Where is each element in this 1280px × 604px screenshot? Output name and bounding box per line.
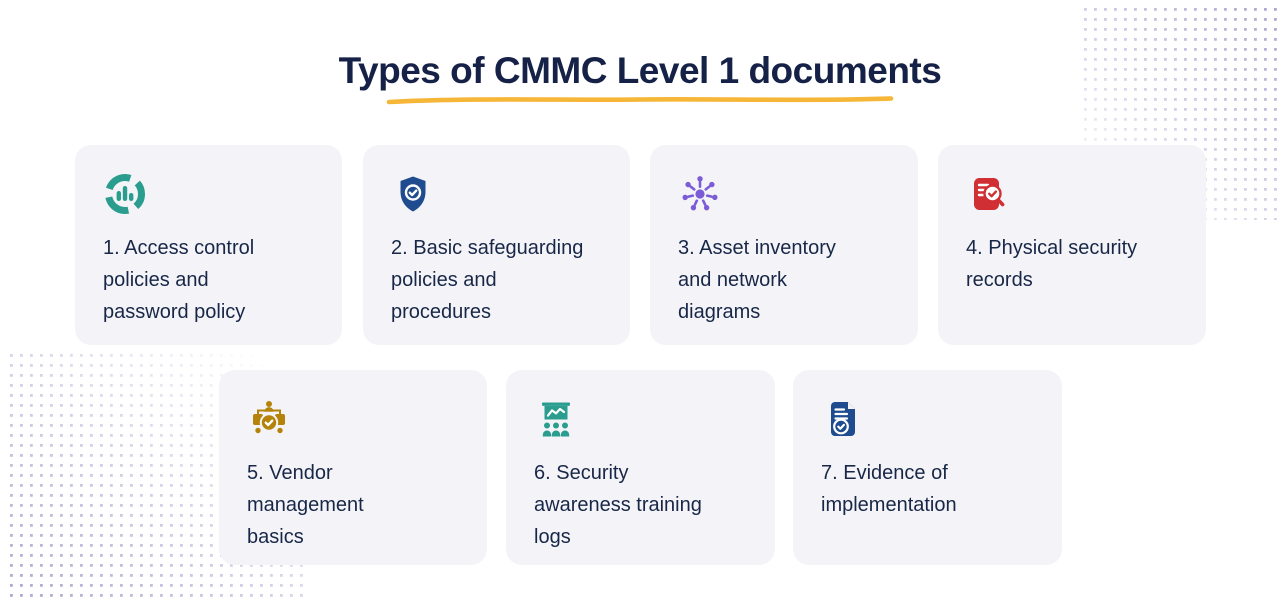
page-title: Types of CMMC Level 1 documents	[338, 50, 942, 91]
card-label: 1. Access control policies and password …	[103, 237, 255, 323]
network-hub-icon	[678, 172, 722, 216]
document-checkmark-icon	[821, 397, 865, 441]
card-evidence-implementation: 7. Evidence of implementation	[793, 370, 1062, 565]
card-asset-inventory: 3. Asset inventory and network diagrams	[650, 145, 918, 345]
card-physical-security: 4. Physical security records	[938, 145, 1206, 345]
shield-check-icon	[391, 172, 435, 216]
vendor-org-check-icon	[247, 397, 291, 441]
card-label: 2. Basic safeguarding policies and proce…	[391, 237, 584, 323]
card-basic-safeguarding: 2. Basic safeguarding policies and proce…	[363, 145, 630, 345]
card-label: 6. Security awareness training logs	[534, 462, 702, 548]
card-label: 7. Evidence of implementation	[821, 462, 957, 516]
card-label: 4. Physical security records	[966, 237, 1138, 291]
donut-chart-bars-icon	[103, 172, 147, 216]
document-magnifier-check-icon	[966, 172, 1010, 216]
card-label: 3. Asset inventory and network diagrams	[678, 237, 836, 323]
card-vendor-management: 5. Vendor management basics	[219, 370, 487, 565]
title-underline-accent	[386, 96, 894, 105]
card-training-logs: 6. Security awareness training logs	[506, 370, 775, 565]
training-presentation-audience-icon	[534, 397, 578, 441]
card-label: 5. Vendor management basics	[247, 462, 364, 548]
card-access-control: 1. Access control policies and password …	[75, 145, 342, 345]
